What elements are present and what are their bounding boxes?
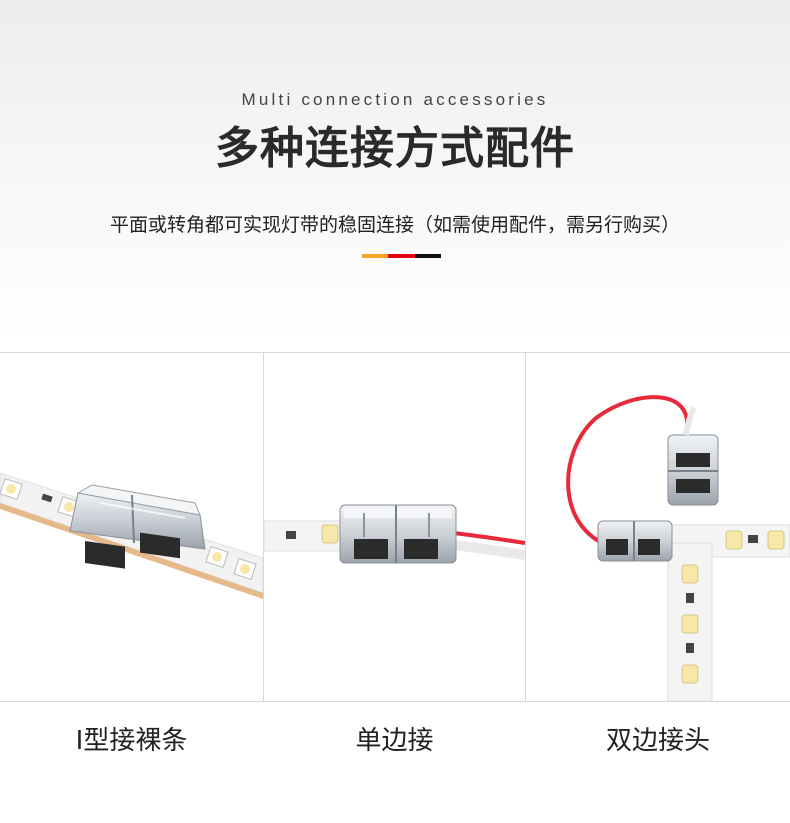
white-wire [453, 540, 525, 560]
red-loop-wire [566, 395, 690, 550]
accent-bar-orange [362, 254, 389, 258]
accent-bar-black [414, 254, 441, 258]
subtitle-english: Multi connection accessories [241, 90, 549, 109]
clear-connector [69, 484, 206, 569]
panel-divider [525, 353, 526, 701]
product-image-row [0, 352, 790, 702]
single-side-connector-image [264, 504, 525, 564]
description-text: 平面或转角都可实现灯带的稳固连接（如需使用配件，需另行购买） [109, 214, 680, 236]
left-clear-connector [597, 520, 673, 562]
double-side-connector-image [566, 395, 790, 701]
caption-double-side: 双边接头 [605, 726, 710, 756]
led-chips [0, 477, 257, 581]
i-type-connector-image [0, 472, 263, 599]
led-chip [321, 524, 339, 544]
page-title: 多种连接方式配件 [215, 123, 575, 174]
caption-single-side: 单边接 [355, 726, 434, 756]
panel-double-side-connector [526, 353, 790, 701]
panel-single-side-connector [264, 353, 525, 701]
accent-color-bar [362, 254, 441, 258]
clear-connector [339, 504, 457, 564]
strip-edge [0, 503, 263, 599]
caption-i-type: I型接裸条 [75, 726, 188, 756]
panel-i-type-connector [0, 353, 263, 701]
header-background [0, 0, 790, 340]
accent-bar-red [388, 254, 415, 258]
resistor-chip [286, 531, 296, 539]
led-chips [681, 530, 785, 684]
top-clear-connector [667, 434, 719, 506]
white-wire [683, 406, 697, 436]
red-wire [453, 531, 525, 545]
